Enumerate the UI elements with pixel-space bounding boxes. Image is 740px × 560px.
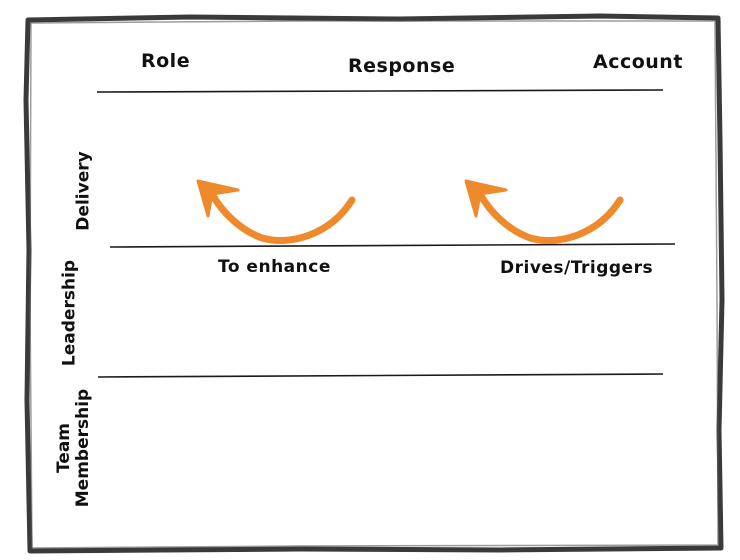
curved-arrow-icon: [464, 179, 624, 244]
header-response: Response: [348, 55, 456, 77]
header-account: Account: [593, 51, 683, 73]
curved-arrow-icon: [196, 179, 356, 244]
row-label-leadership: Leadership: [59, 259, 80, 367]
header-role: Role: [141, 50, 191, 72]
row-label-delivery: Delivery: [73, 151, 94, 231]
frame-border: [23, 13, 725, 554]
row-divider-line-1: [109, 243, 676, 248]
row-label-team-line2: Membership: [73, 388, 93, 508]
row-label-team-line1: Team: [54, 422, 74, 474]
header-divider-line: [96, 89, 664, 93]
row-label-team-membership: Team Membership: [54, 388, 93, 508]
annotation-to-enhance: To enhance: [218, 257, 331, 277]
row-divider-line-2: [97, 373, 664, 378]
annotation-drives-triggers: Drives/Triggers: [500, 258, 654, 278]
frame-border-sketch: [29, 20, 719, 549]
